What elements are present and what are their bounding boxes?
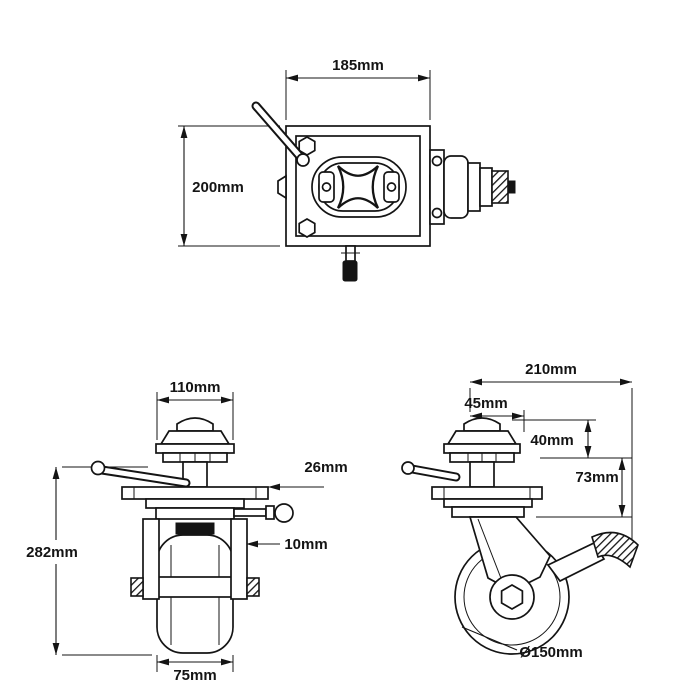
brake-pedal-pad — [591, 531, 639, 569]
mount-cap-front — [155, 417, 235, 488]
kingpin-knob — [342, 260, 358, 282]
dimension-front-wheel-width: 75mm — [156, 655, 234, 684]
top-plate — [277, 125, 439, 247]
dimension-front-pin: 10mm — [246, 536, 328, 553]
fork-leg-right — [230, 518, 248, 600]
release-lever-top — [251, 101, 310, 167]
dim-label-side-housing-height: 73mm — [575, 469, 618, 486]
dim-label-front-overall-height: 282mm — [26, 544, 78, 561]
dimension-top-width: 185mm — [285, 57, 431, 120]
front-view: 110mm 282mm 26mm 10mm 75mm — [26, 379, 348, 684]
dim-label-front-mount-width: 110mm — [170, 379, 221, 396]
dimension-front-plate-offset: 26mm — [268, 459, 348, 491]
dimension-wheel-diameter: Ø150mm — [461, 626, 583, 661]
dim-label-front-pin: 10mm — [284, 536, 327, 553]
flange-side — [431, 486, 543, 518]
hub-band — [156, 576, 234, 598]
axle-bolt-left — [130, 577, 144, 597]
dimension-side-top-height: 40mm — [512, 419, 632, 459]
mount-cap-side — [443, 417, 521, 488]
dimension-side-housing-height: 73mm — [536, 458, 632, 518]
dimension-top-depth: 200mm — [178, 125, 280, 247]
dimension-front-mount-width: 110mm — [156, 379, 234, 440]
swivel-fork-side — [468, 516, 552, 592]
dim-label-wheel-diameter: Ø150mm — [519, 644, 582, 661]
dim-label-top-width: 185mm — [332, 57, 384, 74]
dimension-side-overall-length: 210mm — [469, 361, 633, 540]
dim-label-side-top-height: 40mm — [530, 432, 573, 449]
wheel-side — [454, 516, 570, 655]
brake-shoe — [175, 522, 215, 535]
axle-stub — [507, 180, 516, 194]
dim-label-front-wheel-width: 75mm — [173, 667, 216, 684]
dim-label-side-swivel-offset: 45mm — [464, 395, 507, 412]
brake-pin-ring — [233, 503, 294, 523]
release-lever-front — [90, 460, 191, 488]
axle-bolt-right — [246, 577, 260, 597]
dimension-side-swivel-offset: 45mm — [464, 395, 525, 432]
fork-leg-left — [142, 518, 160, 600]
top-view: 185mm 200mm — [178, 57, 516, 282]
flange-front — [121, 486, 269, 520]
dim-label-front-plate-offset: 26mm — [304, 459, 347, 476]
axle-hex-nut — [500, 584, 524, 610]
grip-knurl — [491, 170, 509, 204]
dim-label-top-depth: 200mm — [192, 179, 244, 196]
center-cam — [336, 165, 380, 209]
side-view: 210mm 45mm 40mm 73mm — [401, 361, 639, 661]
release-lever-side — [401, 461, 461, 482]
bolt-hex-bottom — [298, 218, 316, 238]
wheel-assembly-top — [429, 149, 516, 225]
wheel-front — [130, 518, 260, 654]
brake-pedal — [546, 531, 639, 583]
dim-label-side-overall-length: 210mm — [525, 361, 577, 378]
kingpin-top — [341, 245, 360, 282]
